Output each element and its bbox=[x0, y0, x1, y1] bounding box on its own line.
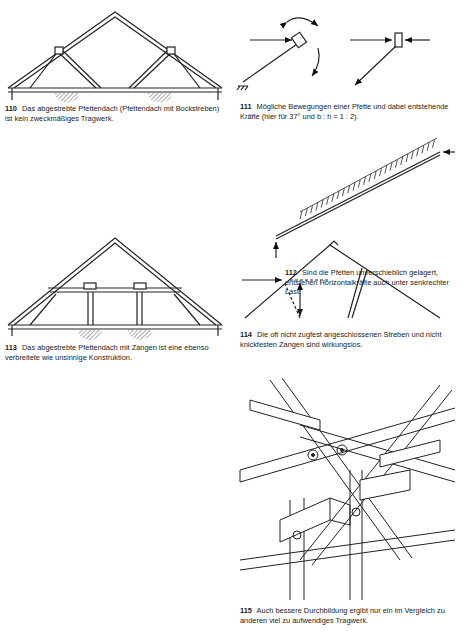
figure-number: 111 bbox=[240, 102, 252, 111]
figure-caption: 113 Das abgestrebte Pfettendach mit Zang… bbox=[5, 343, 227, 362]
figure-number: 115 bbox=[240, 606, 252, 615]
figure-number: 112 bbox=[285, 268, 297, 277]
caption-text: Die oft nicht zugfest angeschlossenen St… bbox=[240, 330, 441, 349]
caption-text: Das abgestrebte Pfettendach mit Zangen i… bbox=[5, 343, 209, 362]
figure-caption: 110 Das abgestrebte Pfettendach (Pfetten… bbox=[5, 104, 227, 123]
figure-number: 114 bbox=[240, 330, 252, 339]
rafter-load-112 bbox=[276, 138, 455, 258]
figure-number: 113 bbox=[5, 343, 17, 352]
roof-110 bbox=[8, 12, 222, 103]
purlin-forces-111 bbox=[237, 18, 430, 90]
figure-caption: 115 Auch bessere Durchbildung ergibt nur… bbox=[240, 606, 462, 625]
figure-number: 110 bbox=[5, 104, 17, 113]
figure-caption: 114 Die oft nicht zugfest angeschlossene… bbox=[240, 330, 462, 349]
caption-text: Mögliche Bewegungen einer Pfette und dab… bbox=[240, 102, 448, 121]
timber-joint-115 bbox=[240, 378, 455, 600]
caption-text: Das abgestrebte Pfettendach (Pfettendach… bbox=[5, 104, 219, 123]
roof-113 bbox=[8, 238, 222, 340]
caption-text: Auch bessere Durchbildung ergibt nur ein… bbox=[240, 606, 445, 625]
figure-caption: 111 Mögliche Bewegungen einer Pfette und… bbox=[240, 102, 462, 121]
caption-text: Sind die Pfetten unverschieblich gelager… bbox=[285, 268, 449, 296]
figure-caption: 112 Sind die Pfetten unverschieblich gel… bbox=[285, 268, 463, 297]
